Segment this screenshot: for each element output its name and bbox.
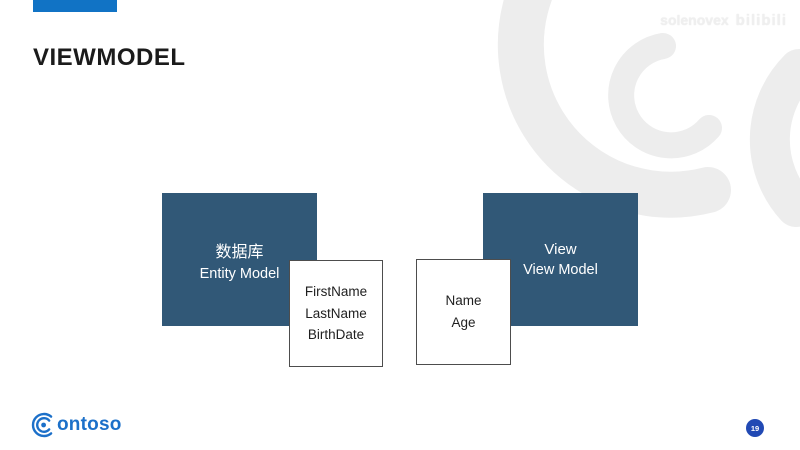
view-model-box-line2: View Model xyxy=(523,262,598,278)
watermark: solenovex bilibili xyxy=(660,12,787,29)
page-title: VIEWMODEL xyxy=(33,44,186,71)
page-number-badge: 19 xyxy=(746,419,764,437)
entity-model-box-line2: Entity Model xyxy=(199,265,280,282)
watermark-brand-text: solenovex xyxy=(660,12,729,28)
view-field-name: Name xyxy=(445,293,482,309)
view-model-box-line1: View xyxy=(544,241,577,258)
entity-fields-box: FirstName LastName BirthDate xyxy=(289,260,383,367)
entity-field-firstname: FirstName xyxy=(304,283,368,299)
accent-bar xyxy=(33,0,117,12)
contoso-arcs-icon xyxy=(31,412,53,438)
view-field-age: Age xyxy=(451,315,476,330)
entity-field-lastname: LastName xyxy=(305,305,367,321)
entity-field-birthdate: BirthDate xyxy=(307,327,365,343)
contoso-wordmark: ontoso xyxy=(57,414,122,435)
entity-model-box-line1: 数据库 xyxy=(215,243,264,261)
page-number-text: 19 xyxy=(750,423,760,433)
bilibili-logo-text: bilibili xyxy=(735,12,787,29)
contoso-logo: ontoso xyxy=(30,410,122,440)
view-fields-box: Name Age xyxy=(416,259,511,365)
